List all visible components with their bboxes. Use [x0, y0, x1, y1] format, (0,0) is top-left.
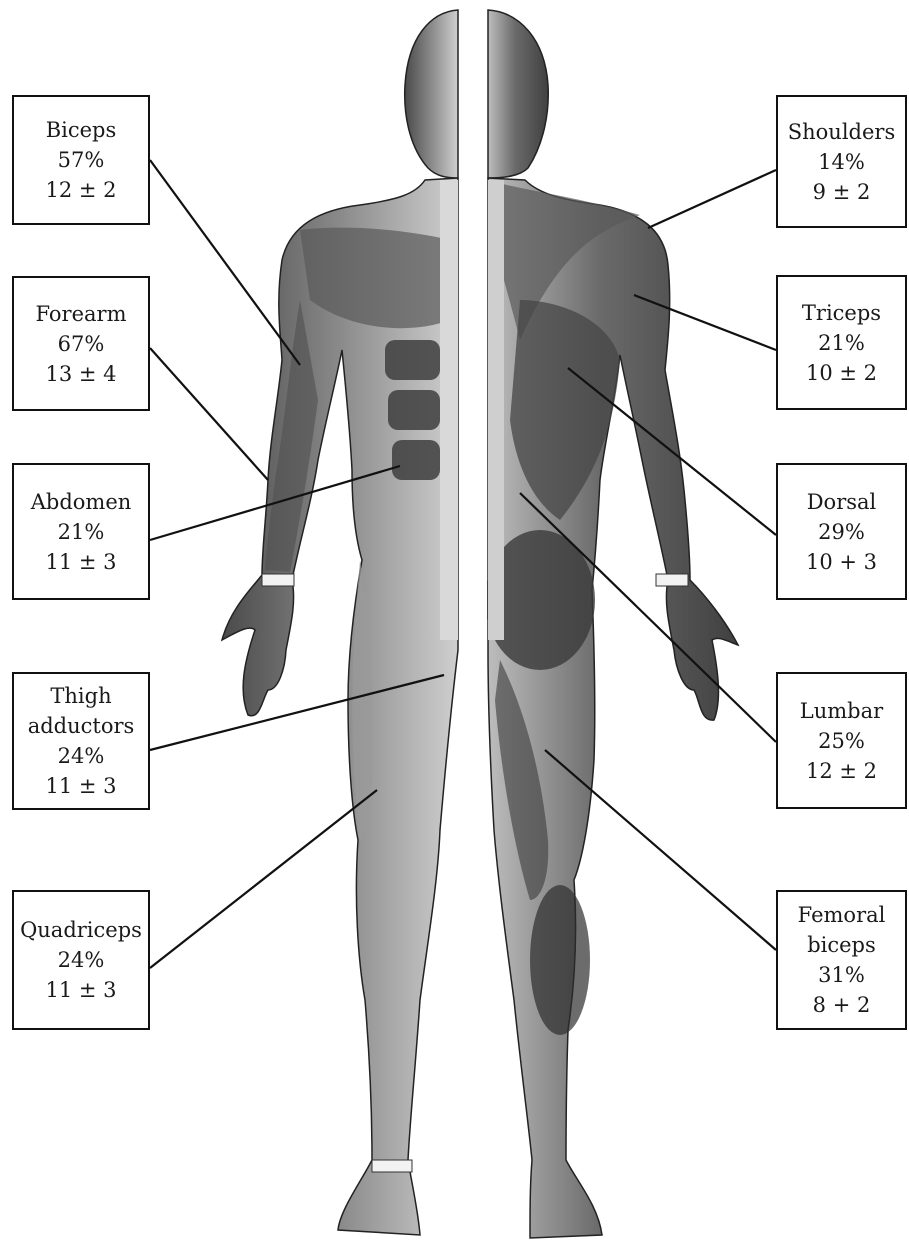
- label-thigh-adductors-name-1: Thigh: [50, 681, 111, 711]
- label-forearm-value: 13 ± 4: [45, 359, 116, 389]
- label-forearm: Forearm 67% 13 ± 4: [12, 276, 150, 411]
- label-femoral-biceps-percent: 31%: [818, 960, 865, 990]
- label-forearm-percent: 67%: [58, 329, 105, 359]
- leader-forearm: [150, 348, 268, 480]
- label-femoral-biceps-value: 8 + 2: [813, 990, 871, 1020]
- label-femoral-biceps-name-1: Femoral: [798, 900, 886, 930]
- label-shoulders: Shoulders 14% 9 ± 2: [776, 95, 907, 228]
- label-biceps-percent: 57%: [58, 145, 105, 175]
- label-femoral-biceps-name-2: biceps: [807, 930, 876, 960]
- label-quadriceps-name: Quadriceps: [20, 915, 142, 945]
- label-thigh-adductors-percent: 24%: [58, 741, 105, 771]
- label-quadriceps: Quadriceps 24% 11 ± 3: [12, 890, 150, 1030]
- label-lumbar-value: 12 ± 2: [806, 756, 877, 786]
- label-abdomen-value: 11 ± 3: [45, 547, 116, 577]
- label-dorsal-percent: 29%: [818, 517, 865, 547]
- leader-shoulders: [648, 170, 776, 228]
- label-lumbar: Lumbar 25% 12 ± 2: [776, 672, 907, 809]
- label-biceps: Biceps 57% 12 ± 2: [12, 95, 150, 225]
- label-dorsal-value: 10 + 3: [806, 547, 877, 577]
- label-biceps-value: 12 ± 2: [45, 175, 116, 205]
- label-lumbar-name: Lumbar: [800, 696, 883, 726]
- label-lumbar-percent: 25%: [818, 726, 865, 756]
- label-triceps-percent: 21%: [818, 328, 865, 358]
- label-thigh-adductors-name-2: adductors: [28, 711, 135, 741]
- label-biceps-name: Biceps: [46, 115, 117, 145]
- label-abdomen-percent: 21%: [58, 517, 105, 547]
- anatomy-front-icon: [222, 10, 458, 1235]
- label-thigh-adductors-value: 11 ± 3: [45, 771, 116, 801]
- label-femoral-biceps: Femoral biceps 31% 8 + 2: [776, 890, 907, 1030]
- label-dorsal: Dorsal 29% 10 + 3: [776, 463, 907, 600]
- label-thigh-adductors: Thigh adductors 24% 11 ± 3: [12, 672, 150, 810]
- label-shoulders-percent: 14%: [818, 147, 865, 177]
- leader-biceps: [150, 160, 300, 365]
- label-triceps-value: 10 ± 2: [806, 358, 877, 388]
- label-forearm-name: Forearm: [35, 299, 126, 329]
- label-quadriceps-value: 11 ± 3: [45, 975, 116, 1005]
- label-triceps-name: Triceps: [802, 298, 881, 328]
- label-triceps: Triceps 21% 10 ± 2: [776, 275, 907, 410]
- label-dorsal-name: Dorsal: [807, 487, 877, 517]
- anatomy-back-icon: [485, 10, 738, 1238]
- label-abdomen: Abdomen 21% 11 ± 3: [12, 463, 150, 600]
- leader-quadriceps: [150, 790, 377, 968]
- label-shoulders-value: 9 ± 2: [813, 177, 871, 207]
- label-abdomen-name: Abdomen: [31, 487, 132, 517]
- label-shoulders-name: Shoulders: [788, 117, 895, 147]
- label-quadriceps-percent: 24%: [58, 945, 105, 975]
